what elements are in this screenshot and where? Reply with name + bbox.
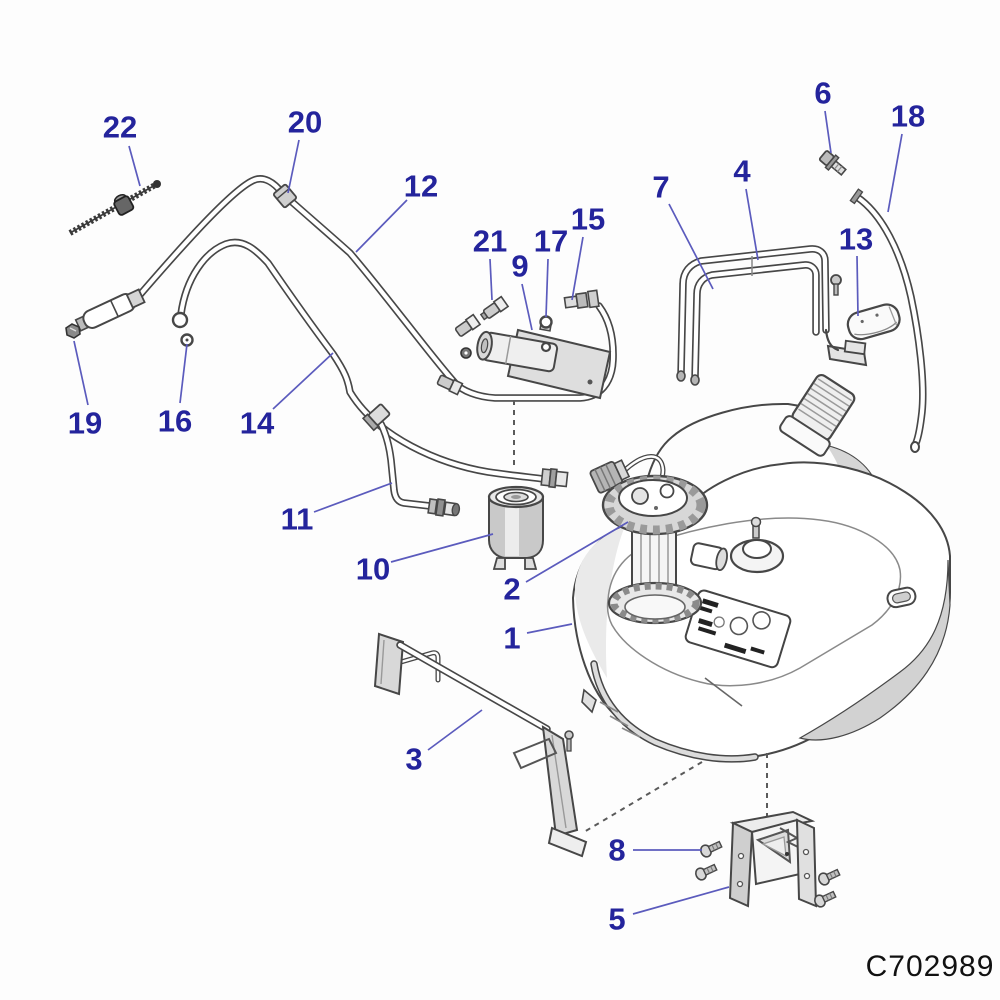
barb-fitting-2 [454,313,482,337]
part-label-22-threaded-rod: 22 [103,110,137,145]
part-label-13-cover-pod: 13 [839,222,873,257]
leader-line-14 [272,352,334,410]
cable-capsule-end [74,288,146,332]
part-1-fuel-tank [572,373,951,763]
part-16-grommet-ring [180,333,194,347]
part-label-15-hose-fitting: 15 [571,202,605,237]
part-10-fuel-filter [487,485,545,570]
part-22-threaded-rod [68,180,161,236]
leader-line-12 [355,199,408,253]
part-label-17-o-ring: 17 [534,224,568,259]
leader-line-19 [73,340,89,406]
handle-slot [886,586,917,609]
strap-screw [564,730,574,752]
small-ring [460,347,472,359]
leader-line-1 [526,623,573,634]
line-end-fitting [540,467,569,489]
part-18-vent-tube [849,188,927,453]
dashed-line-strap [583,761,703,833]
part-21-barb-fitting [479,295,510,321]
part-label-4-tank-strap-outer: 4 [733,154,751,189]
part-label-8-bracket-screws: 8 [608,833,625,868]
part-19-nut [65,323,81,339]
leader-line-16 [179,343,188,404]
leader-line-17 [545,258,549,318]
part-11-elbow-hose [361,403,461,517]
part-2-fuel-pump [589,454,728,625]
leader-line-11 [313,482,393,513]
leader-line-10 [390,533,494,563]
filler-neck [779,373,856,457]
part-label-10-fuel-filter: 10 [356,552,390,587]
part-label-18-vent-tube: 18 [891,99,925,134]
part-12-fuel-line-upper [74,175,617,402]
part-3-front-strap [373,632,588,858]
part-17-o-ring [539,315,553,353]
leader-line-22 [128,145,141,187]
pump-outlet [689,542,728,572]
leader-line-4 [745,188,759,261]
leader-line-5 [632,886,730,915]
leader-line-13 [856,255,859,317]
vent-boss [729,516,785,574]
part-label-9-purge-valve: 9 [511,249,528,284]
part-7-tank-strap-inner [690,256,820,386]
part-6-screw [818,150,847,177]
leader-line-18 [887,133,903,213]
leader-line-6 [824,110,832,154]
leader-line-2 [525,521,629,583]
part-15-hose-fitting [563,289,600,309]
leader-line-21 [489,258,493,301]
part-label-7-tank-strap-inner: 7 [652,170,669,205]
tank-label-sticker [684,589,792,669]
part-label-12-fuel-line-upper: 12 [404,169,438,204]
pod-screw [830,274,842,296]
part-label-1-fuel-tank: 1 [503,621,520,656]
leader-line-9 [521,283,533,331]
part-8-screws [695,840,841,908]
part-label-19-nut: 19 [68,406,102,441]
leader-line-7 [668,203,714,290]
part-label-2-fuel-pump-assembly: 2 [503,572,520,607]
leader-line-15 [571,236,584,301]
drawing-code: C702989 [866,950,995,983]
leader-line-20 [287,139,300,194]
part-label-3-front-strap: 3 [405,742,422,777]
pump-connector [589,459,631,494]
part-20-line-fitting [273,183,297,209]
leader-line-3 [427,709,483,751]
part-label-14-fuel-line-lower: 14 [240,406,275,441]
part-label-16-grommet-ring: 16 [158,404,192,439]
barb-fitting-3 [436,374,464,396]
part-13-cover-pod [843,303,901,356]
part-label-20-line-fitting: 20 [288,105,322,140]
part-9-purge-valve [476,318,612,400]
part-label-11-elbow-fuel-hose: 11 [281,502,314,537]
part-label-21-barb-fitting: 21 [473,224,507,259]
part-label-6-screw: 6 [814,76,831,111]
part-label-5-mounting-bracket: 5 [608,902,625,937]
part-5-mounting-bracket [728,810,818,908]
